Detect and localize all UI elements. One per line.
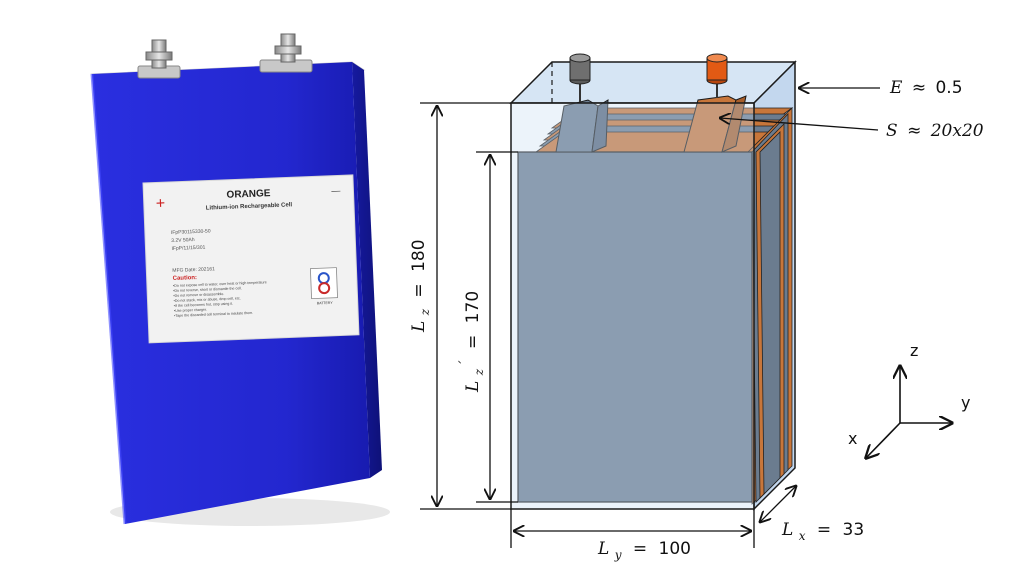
label-s-var: S — [886, 121, 898, 141]
label-lx: L x = 33 — [781, 520, 864, 545]
label-model-line: IFpP/11/15/301 — [171, 245, 205, 252]
label-e: E ≈ 0.5 — [889, 78, 963, 98]
photo-terminal-right — [259, 33, 313, 73]
casing-front-face — [510, 102, 755, 510]
label-caution-line: •Use proper charger. — [174, 308, 207, 313]
label-ly-var: L — [597, 539, 609, 559]
label-lzp-rel: = — [463, 335, 483, 349]
label-lx-var: L — [781, 520, 793, 540]
dimension-lines — [420, 88, 880, 548]
label-lz-var: L — [409, 321, 429, 333]
axis-x-arrow — [866, 422, 901, 458]
lx-dimension-arrow — [760, 486, 796, 522]
label-lz-rel: = — [409, 283, 429, 297]
axis-x-label: x — [848, 429, 857, 448]
label-lzp-prime: ′ — [457, 360, 473, 364]
label-caution-line: •Do not stack, mix or abuse, drop cell, … — [173, 296, 240, 303]
label-lx-sub: x — [799, 529, 806, 543]
cell-schematic — [509, 53, 797, 511]
electrode-side-stripes — [747, 107, 793, 505]
label-e-value: 0.5 — [935, 78, 962, 98]
label-title: ORANGE — [226, 188, 271, 201]
label-lzp-var: L — [463, 381, 483, 393]
label-caution-line: •Do not expose cell to water, over heat … — [173, 280, 267, 288]
label-lzp-value: 170 — [463, 291, 483, 323]
photo-terminal-left — [137, 39, 181, 79]
axis-z-label: z — [910, 341, 918, 360]
label-caution-line: •Tape the discarded cell terminal to ins… — [174, 311, 253, 318]
label-model-line: 3.2V 50Ah — [171, 237, 195, 244]
terminal-left — [569, 53, 591, 102]
cell-edge-highlight — [90, 73, 127, 525]
label-caution-title: Caution: — [173, 275, 198, 282]
cell-label-background — [142, 174, 360, 344]
label-lx-value: 33 — [843, 520, 865, 540]
label-lz-sub: z — [418, 308, 432, 316]
terminal-right — [706, 53, 728, 98]
label-ly: L y = 100 — [597, 539, 691, 564]
minus-sign: — — [331, 185, 340, 195]
label-lzp-sub: z — [472, 368, 486, 376]
casing-top-face — [509, 61, 797, 104]
label-lx-rel: = — [817, 520, 831, 540]
label-mfg-date: MFG Date: 202161 — [172, 266, 215, 274]
label-ly-rel: = — [633, 539, 647, 559]
label-caution-line: •Do not remove or disassemble. — [173, 292, 224, 298]
label-s-rel: ≈ — [907, 121, 921, 141]
label-e-rel: ≈ — [912, 78, 926, 98]
cell-label: + — ORANGE Lithium-ion Rechargeable Cell… — [142, 174, 360, 344]
label-caution-line: •If the cell becomes hot, stop using it. — [174, 302, 234, 308]
label-lz-value: 180 — [409, 239, 429, 271]
label-s: S ≈ 20x20 — [886, 121, 984, 141]
plus-sign: + — [155, 195, 165, 212]
label-caution-line: •Do not reverse, short or dismantle the … — [173, 286, 242, 293]
axis-y-label: y — [961, 393, 970, 412]
label-s-value: 20x20 — [930, 121, 984, 141]
battery-logo: BATTERY — [309, 267, 338, 306]
tab-right — [683, 95, 747, 153]
label-lz-prime: L z ′ = 170 — [454, 291, 488, 393]
coordinate-axes — [866, 366, 952, 458]
battery-photo: + — ORANGE Lithium-ion Rechargeable Cell… — [90, 33, 390, 526]
label-e-var: E — [889, 78, 903, 98]
s-pointer-arrow — [720, 118, 879, 131]
tab-left — [555, 99, 609, 153]
label-subtitle: Lithium-ion Rechargeable Cell — [206, 202, 293, 211]
cell-side-face — [352, 62, 382, 478]
label-ly-value: 100 — [659, 539, 691, 559]
label-lz: L z = 180 — [409, 239, 434, 333]
electrode-front — [517, 151, 753, 503]
label-ly-sub: y — [614, 548, 622, 562]
logo-text: BATTERY — [317, 301, 334, 306]
label-model-line: IFpP30115330-50 — [171, 228, 211, 236]
